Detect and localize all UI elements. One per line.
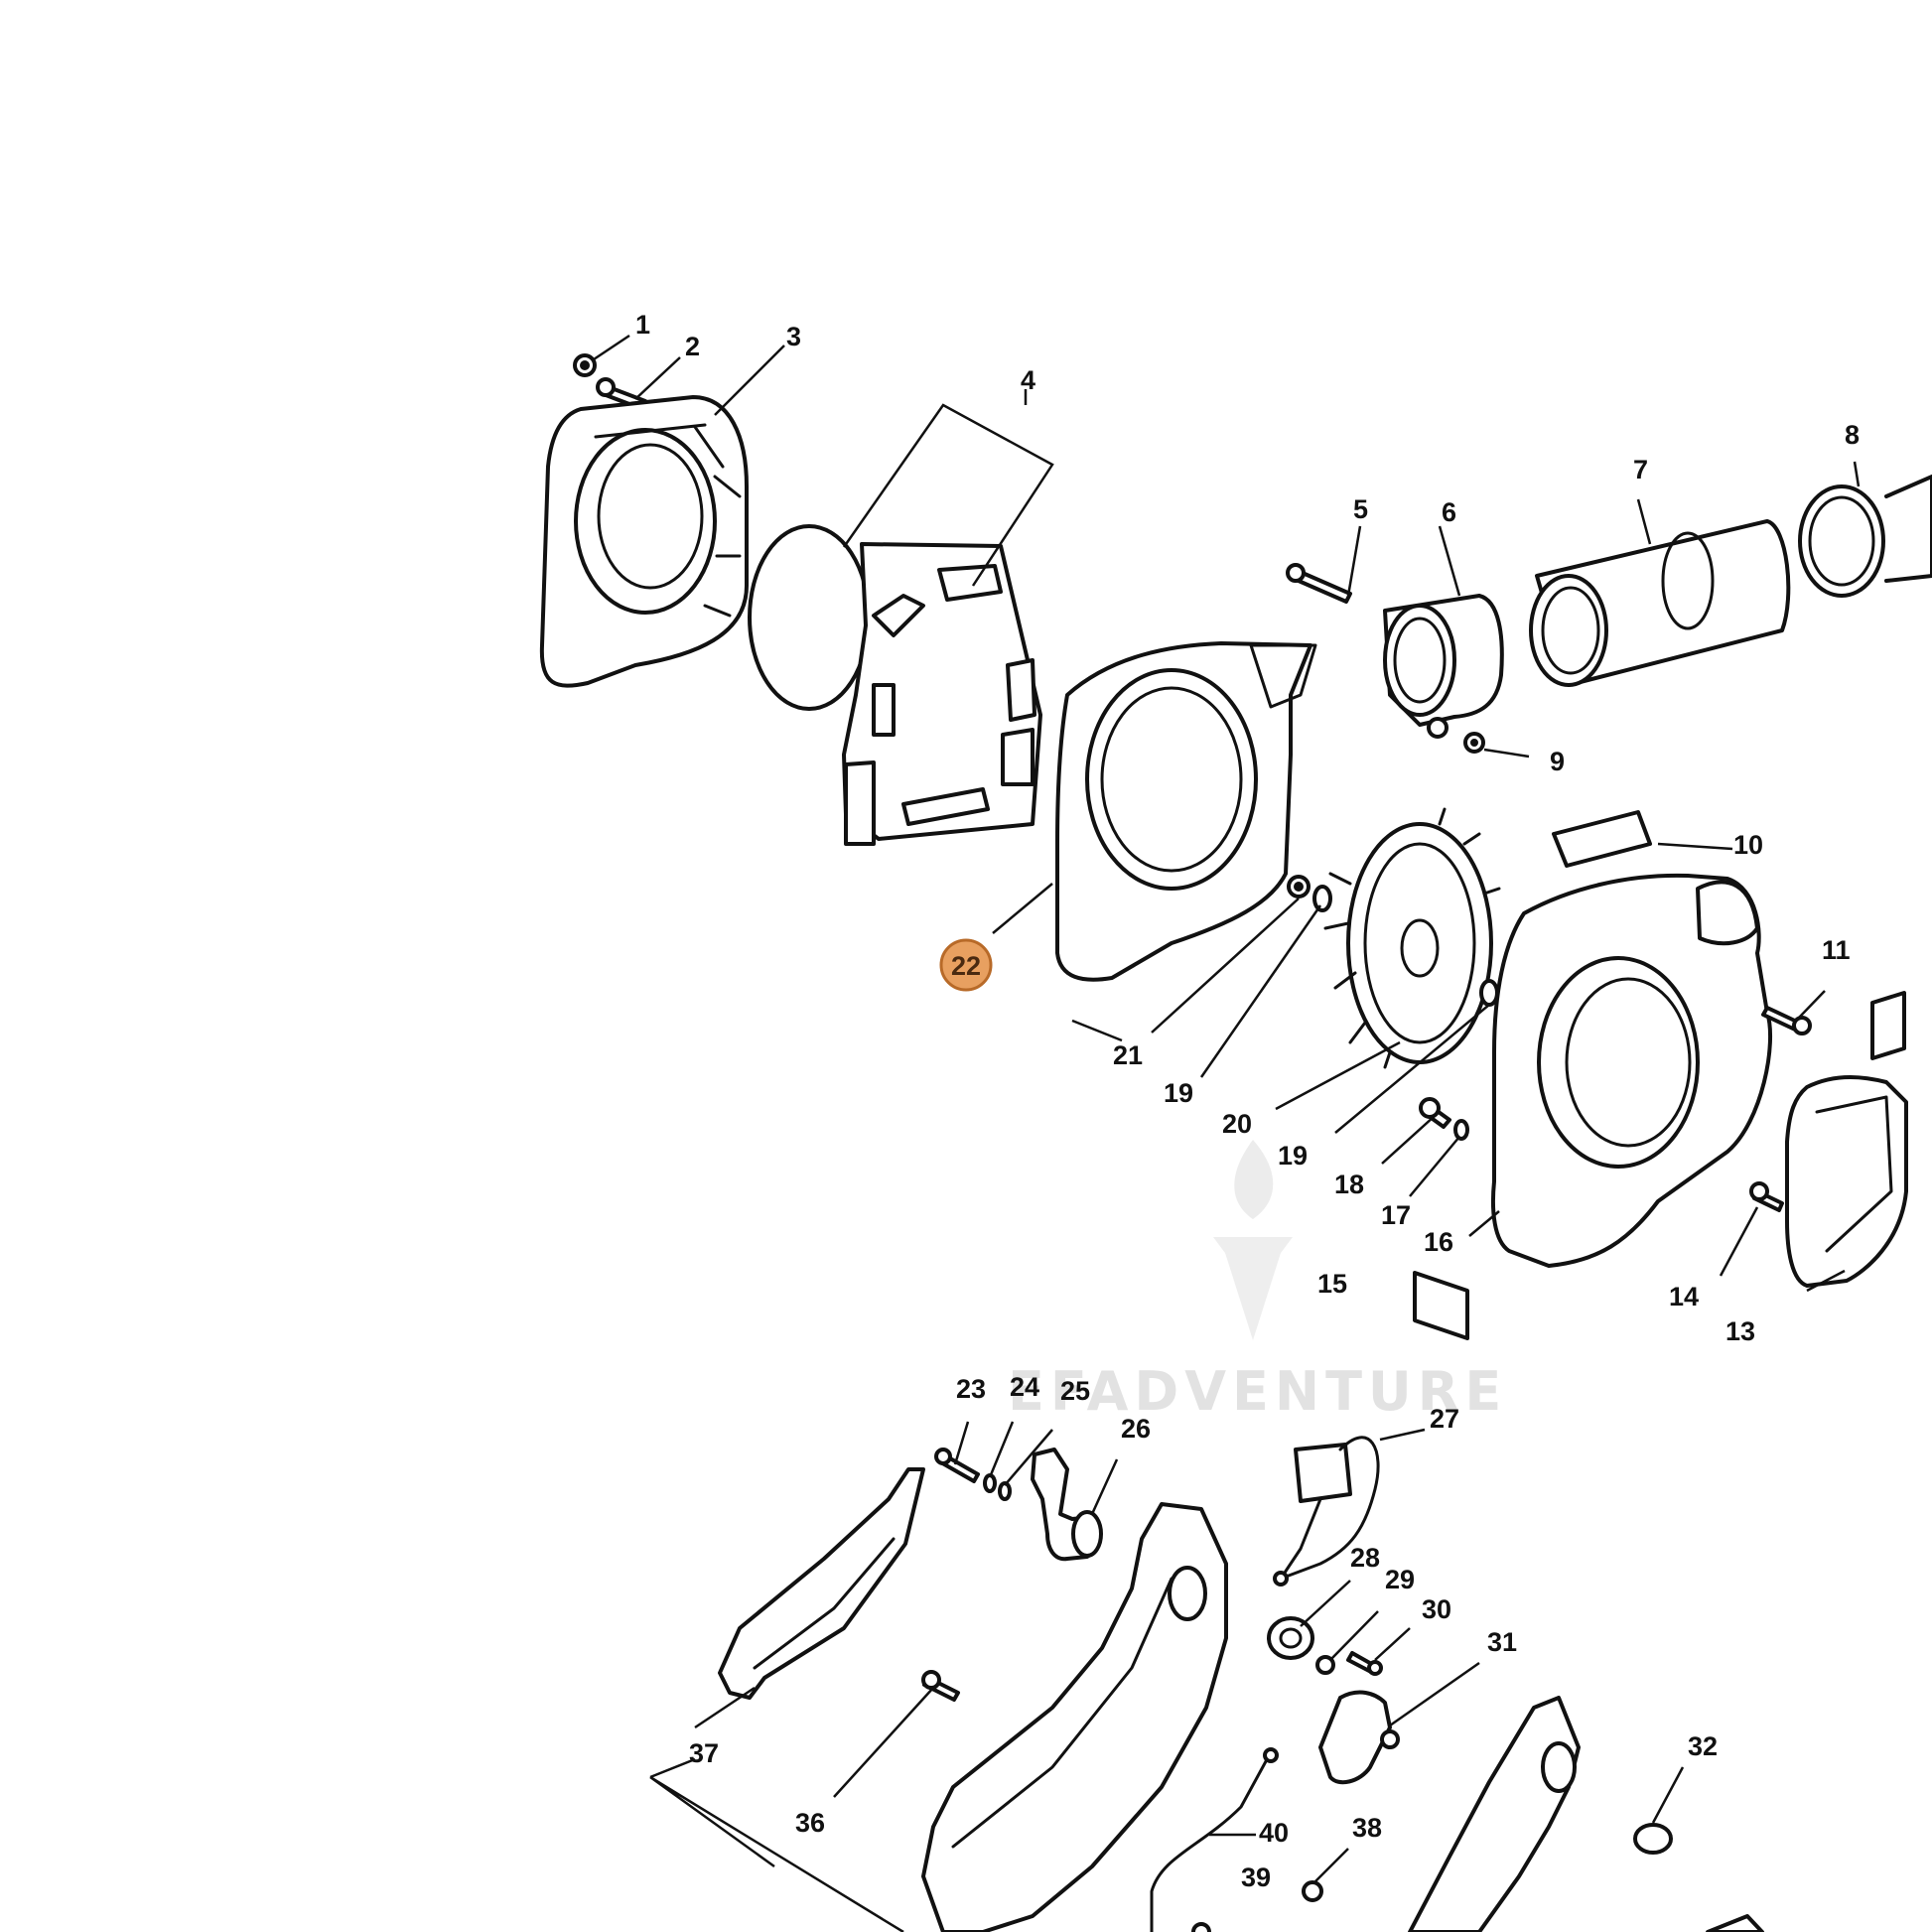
part-39-screw (1191, 1922, 1211, 1932)
part-13-side-cover (1785, 1075, 1908, 1288)
part-26-lever (1031, 1448, 1103, 1562)
part-31-trigger (1318, 1690, 1400, 1785)
callout-3: 3 (786, 322, 801, 351)
leader-lines (593, 334, 1861, 1932)
part-24-washer (983, 1473, 997, 1493)
callout-5: 5 (1353, 494, 1368, 524)
part-15-label (1413, 1271, 1469, 1340)
part-36-screw (921, 1670, 960, 1702)
part-12-label (1870, 991, 1906, 1060)
watermark-logo-icon (1213, 1237, 1293, 1340)
callout-25: 25 (1060, 1376, 1090, 1406)
callout-27: 27 (1430, 1404, 1459, 1434)
callout-32: 32 (1688, 1731, 1718, 1761)
part-14-screw (1749, 1181, 1784, 1212)
callout-7: 7 (1633, 455, 1648, 484)
watermark-text: EFADVENTURE (1008, 1360, 1507, 1423)
highlighted-callout-22[interactable]: 22 (939, 938, 993, 992)
callout-6: 6 (1442, 497, 1456, 527)
rear-handle (1408, 1696, 1581, 1932)
callout-21: 21 (1113, 1040, 1143, 1070)
callout-38: 38 (1352, 1813, 1382, 1843)
part-18-screw (1419, 1097, 1451, 1129)
part-32-cap (1633, 1823, 1673, 1855)
callout-19-a: 19 (1164, 1078, 1193, 1108)
callout-40: 40 (1259, 1818, 1289, 1848)
part-17-washer (1453, 1119, 1469, 1141)
part-28-grommet (1267, 1616, 1314, 1660)
callout-1: 1 (635, 310, 650, 340)
callout-36: 36 (795, 1808, 825, 1838)
part-19-washer-b (1479, 979, 1499, 1007)
part-5-screw (1286, 563, 1352, 604)
callout-16: 16 (1424, 1227, 1453, 1257)
callout-24: 24 (1010, 1372, 1039, 1402)
part-22-blower-housing (1055, 641, 1317, 982)
part-4-filter-assembly (748, 524, 1042, 846)
callout-39: 39 (1241, 1863, 1271, 1892)
callout-17: 17 (1381, 1200, 1411, 1230)
watermark-flame-icon (1234, 1140, 1274, 1219)
callout-29: 29 (1385, 1565, 1415, 1594)
callout-23: 23 (956, 1374, 986, 1404)
callout-31: 31 (1487, 1627, 1517, 1657)
part-25-washer (998, 1481, 1012, 1501)
part-30-screw (1346, 1651, 1383, 1676)
part-40-cable (1150, 1747, 1279, 1932)
callout-30: 30 (1422, 1594, 1451, 1624)
part-11-screw (1761, 1006, 1812, 1035)
callout-20: 20 (1222, 1109, 1252, 1139)
callout-10: 10 (1733, 830, 1763, 860)
part-6-adapter (1383, 594, 1504, 739)
part-10-label (1552, 810, 1652, 868)
part-20-fan (1323, 807, 1501, 1069)
part-9-nut (1463, 732, 1485, 754)
part-29-nut (1315, 1655, 1335, 1675)
part-23-screw (934, 1448, 980, 1483)
callout-labels: 1 2 3 4 5 6 7 8 9 10 11 13 14 15 16 17 1… (635, 310, 1860, 1892)
callout-19-b: 19 (1278, 1141, 1308, 1171)
callout-8: 8 (1845, 420, 1860, 450)
callout-22[interactable]: 22 (951, 951, 981, 981)
callout-2: 2 (685, 332, 700, 361)
callout-9: 9 (1550, 747, 1565, 776)
part-7-tube (1529, 519, 1791, 687)
watermark: EFADVENTURE (1008, 1140, 1507, 1423)
part-19-washer-a (1312, 885, 1332, 912)
callout-26: 26 (1121, 1414, 1151, 1444)
part-37-side-strip (718, 1467, 925, 1700)
callout-14: 14 (1669, 1282, 1699, 1311)
handle-frame (921, 1502, 1228, 1932)
part-27-switch (1273, 1436, 1380, 1587)
callout-18: 18 (1334, 1170, 1364, 1199)
part-38-nut (1302, 1880, 1323, 1902)
part-16-main-housing (1490, 873, 1772, 1268)
part-3-cover (539, 395, 749, 688)
highlight-marker[interactable] (939, 938, 993, 992)
part-21-nut (1287, 875, 1311, 898)
lower-right-part (1706, 1914, 1764, 1932)
callout-13: 13 (1725, 1316, 1755, 1346)
part-1-nut (573, 353, 597, 377)
callout-37: 37 (689, 1738, 719, 1768)
callout-4: 4 (1021, 365, 1035, 395)
callout-11: 11 (1822, 935, 1851, 965)
callout-15: 15 (1317, 1269, 1347, 1299)
part-8-collar (1798, 475, 1932, 598)
callout-28: 28 (1350, 1543, 1380, 1573)
